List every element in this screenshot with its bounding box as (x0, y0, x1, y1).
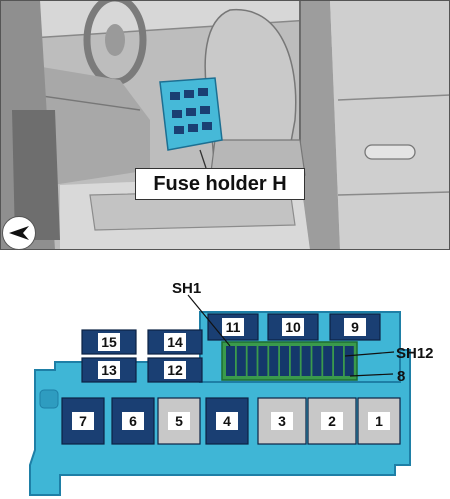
fuse-11: 11 (207, 313, 259, 341)
sh-fuse-bar (344, 346, 354, 376)
fuse-3: 3 (257, 397, 307, 445)
left-arrow-icon[interactable] (2, 216, 36, 250)
fuse-6: 6 (111, 397, 155, 445)
fuse-box-diagram: 11 10 9 15 14 13 12 7 6 5 4 3 2 1 (29, 294, 411, 496)
sh-fuse-bar (290, 346, 300, 376)
sh12-label: SH12 (396, 345, 434, 362)
sh-fuse-bar (312, 346, 322, 376)
fuse-12-number: 12 (167, 362, 183, 378)
fuse-6-number: 6 (129, 413, 137, 429)
fuse-13-number: 13 (101, 362, 117, 378)
sh-fuse-bar (280, 346, 289, 376)
fuse-14: 14 (147, 329, 203, 355)
sh-fuse-bar (301, 346, 311, 376)
fuse-1: 1 (357, 397, 401, 445)
sh-fuse-bar (226, 346, 235, 376)
sh-fuse-bar (269, 346, 279, 376)
fuse-7-number: 7 (79, 413, 87, 429)
fuse-holder-h-highlight (159, 77, 223, 151)
fuse-5-number: 5 (175, 413, 183, 429)
fuse-12: 12 (147, 357, 203, 383)
fuse-13: 13 (81, 357, 137, 383)
fuse-8-label: 8 (397, 368, 406, 385)
fuse-10: 10 (267, 313, 319, 341)
fuse-9: 9 (329, 313, 381, 341)
fuse-5: 5 (157, 397, 201, 445)
sh-fuse-bar (258, 346, 268, 376)
fuse-7: 7 (61, 397, 105, 445)
sh-fuse-bar (334, 346, 343, 376)
fuse-4: 4 (205, 397, 249, 445)
fuse-1-number: 1 (375, 413, 383, 429)
fuse-14-number: 14 (167, 334, 183, 350)
fuse-10-number: 10 (285, 319, 301, 335)
sh1-label: SH1 (172, 280, 202, 297)
fuse-holder-callout: Fuse holder H (135, 168, 305, 200)
car-interior-illustration (0, 0, 450, 250)
fuse-15: 15 (81, 329, 137, 355)
sh-fuse-bar (236, 346, 246, 376)
sh-fuse-bar (247, 346, 257, 376)
sh-fuse-bar (323, 346, 333, 376)
fuse-2-number: 2 (328, 413, 336, 429)
fuse-15-number: 15 (101, 334, 117, 350)
fuse-11-number: 11 (226, 319, 241, 335)
callout-label: Fuse holder H (153, 172, 287, 195)
fuse-2: 2 (307, 397, 357, 445)
fuse-9-number: 9 (351, 319, 359, 335)
fuse-3-number: 3 (278, 413, 286, 429)
fuse-4-number: 4 (223, 413, 231, 429)
